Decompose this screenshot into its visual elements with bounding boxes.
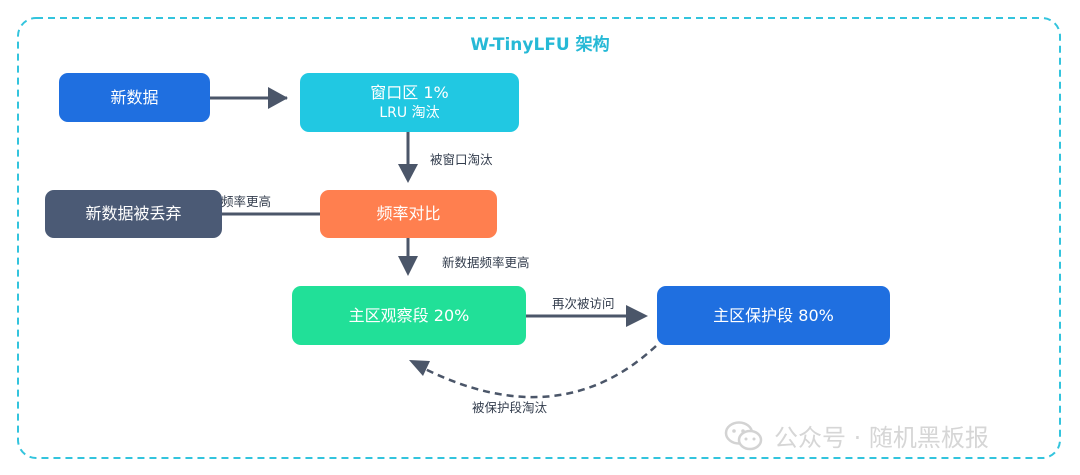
arrowhead-window [268, 87, 288, 109]
arrowhead-dashed [409, 360, 430, 376]
protected-evicted-label: 被保护段淘汰 [472, 400, 548, 415]
accessed-again-label: 再次被访问 [552, 296, 615, 311]
arrowhead-probation [398, 256, 418, 276]
wechat-icon [724, 420, 763, 450]
arrowhead-protected [626, 305, 648, 327]
outer-frame [17, 17, 1061, 459]
new-data-node: 新数据 [59, 73, 210, 122]
watermark-text: 公众号 · 随机黑板报 [774, 424, 989, 452]
dashed-arrow-protected-to-probation [424, 345, 657, 399]
window-evicted-label: 被窗口淘汰 [430, 152, 493, 167]
diagram-title: W-TinyLFU 架构 [470, 35, 610, 55]
new-higher-label: 新数据频率更高 [442, 255, 530, 270]
watermark: 公众号 · 随机黑板报 [724, 418, 989, 453]
protected-label: 主区保护段 80% [713, 305, 834, 325]
new-data-label: 新数据 [110, 87, 159, 107]
discard-label: 新数据被丢弃 [85, 204, 182, 223]
arrowhead-compare [398, 164, 418, 183]
compare-label: 频率对比 [376, 204, 441, 223]
main-higher-label: 频率更高 [221, 194, 272, 209]
compare-node: 频率对比 [320, 190, 497, 238]
window-sublabel: LRU 淘汰 [379, 104, 440, 121]
probation-node: 主区观察段 20% [292, 286, 526, 345]
window-node: 窗口区 1% LRU 淘汰 [300, 73, 519, 132]
discard-node: 新数据被丢弃 [45, 190, 222, 238]
protected-node: 主区保护段 80% [657, 286, 890, 345]
window-label: 窗口区 1% [370, 82, 449, 102]
probation-label: 主区观察段 20% [348, 305, 470, 325]
